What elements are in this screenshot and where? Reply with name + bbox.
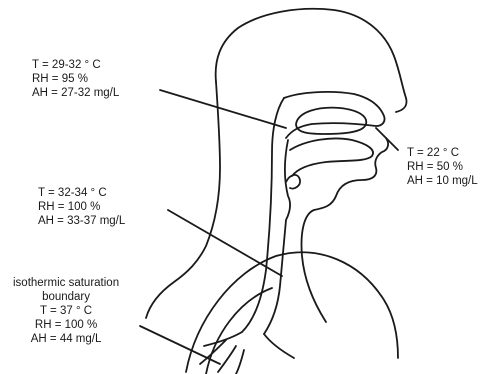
face-front-outline [302, 138, 389, 322]
boundary-title-line1: isothermic saturation [13, 276, 119, 290]
epiglottis [286, 175, 300, 189]
nose-temperature: T = 22 ° C [407, 146, 478, 160]
leader-line-pharynx [160, 90, 286, 128]
lung-arc [186, 252, 398, 372]
turbinate-loop [296, 108, 366, 134]
neck-back-outline [146, 82, 220, 318]
nose-absolute-humidity: AH = 10 mg/L [407, 174, 478, 188]
boundary-temperature: T = 37 ° C [13, 304, 119, 318]
trachea-conditions-label: T = 32-34 ° C RH = 100 % AH = 33-37 mg/L [38, 186, 125, 228]
pharynx-absolute-humidity: AH = 27-32 mg/L [32, 86, 119, 100]
bronchus-right [264, 334, 294, 358]
nose-relative-humidity: RH = 50 % [407, 160, 478, 174]
boundary-absolute-humidity: AH = 44 mg/L [13, 332, 119, 346]
pharynx-relative-humidity: RH = 95 % [32, 72, 119, 86]
boundary-title-line2: boundary [13, 290, 119, 304]
pharynx-conditions-label: T = 29-32 ° C RH = 95 % AH = 27-32 mg/L [32, 58, 119, 100]
bronchiole-branch [218, 346, 244, 374]
trachea-temperature: T = 32-34 ° C [38, 186, 125, 200]
tongue-outline [290, 138, 373, 176]
saturation-boundary-label: isothermic saturation boundary T = 37 ° … [13, 276, 119, 346]
trachea-relative-humidity: RH = 100 % [38, 200, 125, 214]
nose-conditions-label: T = 22 ° C RH = 50 % AH = 10 mg/L [407, 146, 478, 188]
boundary-relative-humidity: RH = 100 % [13, 318, 119, 332]
trachea-absolute-humidity: AH = 33-37 mg/L [38, 214, 125, 228]
pharynx-temperature: T = 29-32 ° C [32, 58, 119, 72]
leader-line-trachea [168, 210, 282, 276]
pharynx-front-wall [264, 140, 290, 334]
head-outline [216, 9, 407, 112]
